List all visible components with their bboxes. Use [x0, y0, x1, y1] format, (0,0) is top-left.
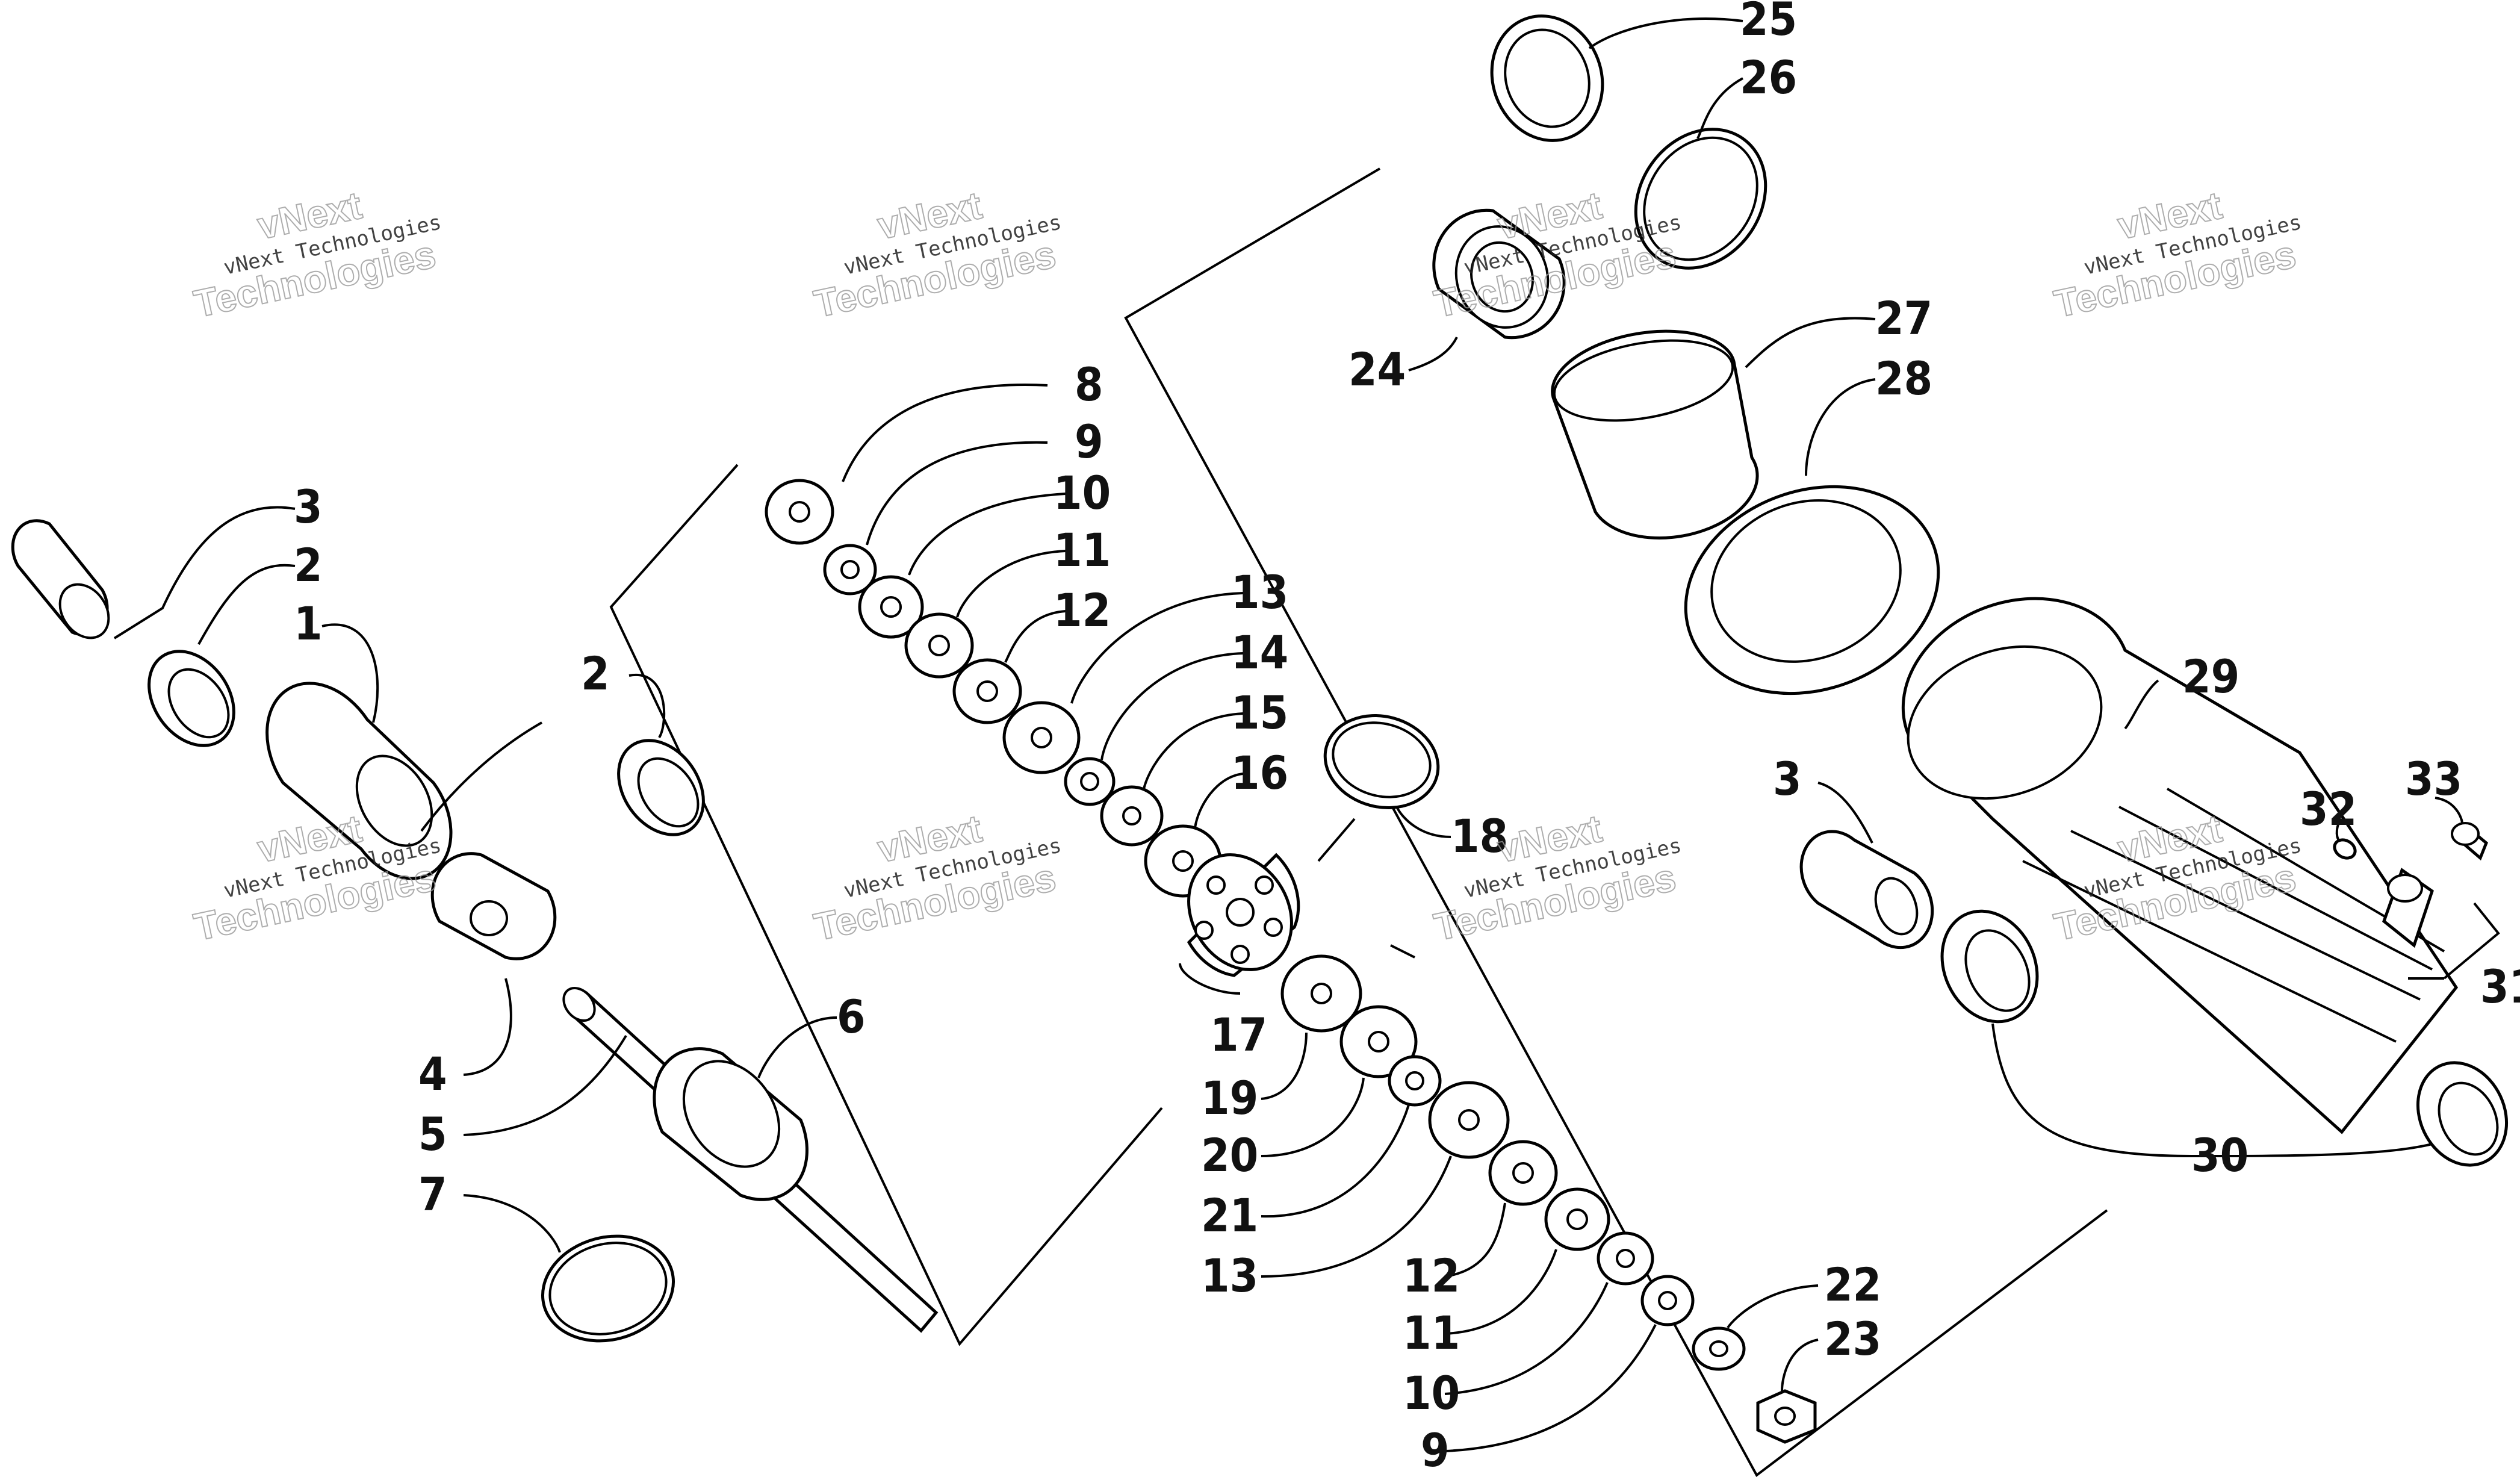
callout-32: 32 [2300, 782, 2357, 836]
callout-2: 2 [294, 538, 323, 592]
part-17-piston [1187, 853, 1300, 977]
callout-14: 14 [1231, 626, 1288, 679]
callout-labels: 3 2 1 2 4 5 6 7 8 9 10 11 12 13 14 15 16… [294, 0, 2520, 1477]
callout-22: 22 [1824, 1258, 1881, 1311]
watermark: vNext vNext Technologies Technologies [190, 183, 444, 326]
callout-15: 15 [1231, 686, 1288, 739]
callout-1: 1 [294, 597, 323, 650]
callout-12-lower: 12 [1403, 1249, 1460, 1302]
callout-30: 30 [2191, 1128, 2248, 1182]
callout-27: 27 [1875, 291, 1932, 345]
part-26-ring [1634, 128, 1767, 270]
part-32-o-ring [2333, 838, 2357, 860]
callout-28: 28 [1875, 352, 1932, 405]
part-2-bushing-right [617, 739, 705, 836]
callout-24: 24 [1348, 343, 1406, 396]
part-30-bushing [1940, 909, 2509, 1167]
callout-4: 4 [418, 1047, 447, 1101]
callout-29: 29 [2182, 650, 2239, 703]
callout-12: 12 [1054, 583, 1111, 637]
callout-18: 18 [1451, 809, 1508, 863]
callout-10: 10 [1054, 466, 1111, 520]
callout-16: 16 [1231, 746, 1288, 800]
part-33-cap-screw [2451, 822, 2488, 861]
part-23-nut [1756, 1389, 1817, 1444]
callout-3-right: 3 [1773, 752, 1802, 806]
part-7-o-ring [541, 1234, 675, 1343]
part-22-washer [1692, 1326, 1746, 1371]
callout-2-right: 2 [581, 647, 610, 700]
callout-21: 21 [1201, 1189, 1258, 1242]
part-6-seal-head [653, 1047, 808, 1201]
part-25-ring [1490, 14, 1604, 142]
callout-25: 25 [1740, 0, 1797, 46]
shim-stack-upper [765, 479, 1222, 898]
callout-9: 9 [1075, 415, 1103, 468]
part-3-bushing [11, 519, 110, 639]
callout-7: 7 [418, 1168, 447, 1221]
callout-5: 5 [418, 1107, 447, 1161]
part-3-bushing-right [1799, 830, 1934, 950]
callout-8: 8 [1075, 358, 1103, 411]
callout-13-lower: 13 [1201, 1249, 1258, 1302]
callout-23: 23 [1824, 1312, 1881, 1366]
part-2-bushing [147, 650, 235, 747]
watermark: vNext vNext Technologies Technologies [810, 183, 1064, 326]
part-1-eyelet [265, 682, 453, 880]
part-31-valve [2382, 868, 2434, 948]
leader-lines [113, 17, 2500, 1452]
callout-3: 3 [294, 480, 323, 533]
part-27-sleeve [1551, 329, 1759, 539]
callout-11: 11 [1054, 523, 1111, 577]
callout-10-lower: 10 [1403, 1366, 1460, 1420]
part-28-collar [1684, 485, 1940, 695]
shim-stack-lower [1280, 954, 1695, 1326]
callout-19: 19 [1201, 1071, 1258, 1125]
callout-9-lower: 9 [1421, 1423, 1450, 1477]
part-29-body [1901, 597, 2459, 1134]
callout-13: 13 [1231, 565, 1288, 619]
watermarks: vNext vNext Technologies Technologies vN… [190, 183, 2304, 950]
group-box-reservoir [1124, 167, 2108, 1477]
part-4-bumper [430, 852, 557, 960]
callout-20: 20 [1201, 1128, 1258, 1182]
watermark: vNext vNext Technologies Technologies [810, 806, 1064, 950]
callout-11-lower: 11 [1403, 1306, 1460, 1360]
part-24-cap [1432, 208, 1566, 340]
callout-26: 26 [1740, 51, 1797, 104]
part-18-piston-band [1323, 714, 1440, 810]
callout-31: 31 [2480, 960, 2520, 1013]
watermark: vNext vNext Technologies Technologies [2050, 183, 2304, 326]
group-box-piston-stack [609, 464, 1163, 1346]
callout-6: 6 [837, 990, 866, 1043]
callout-33: 33 [2405, 752, 2462, 806]
callout-17: 17 [1210, 1008, 1267, 1062]
